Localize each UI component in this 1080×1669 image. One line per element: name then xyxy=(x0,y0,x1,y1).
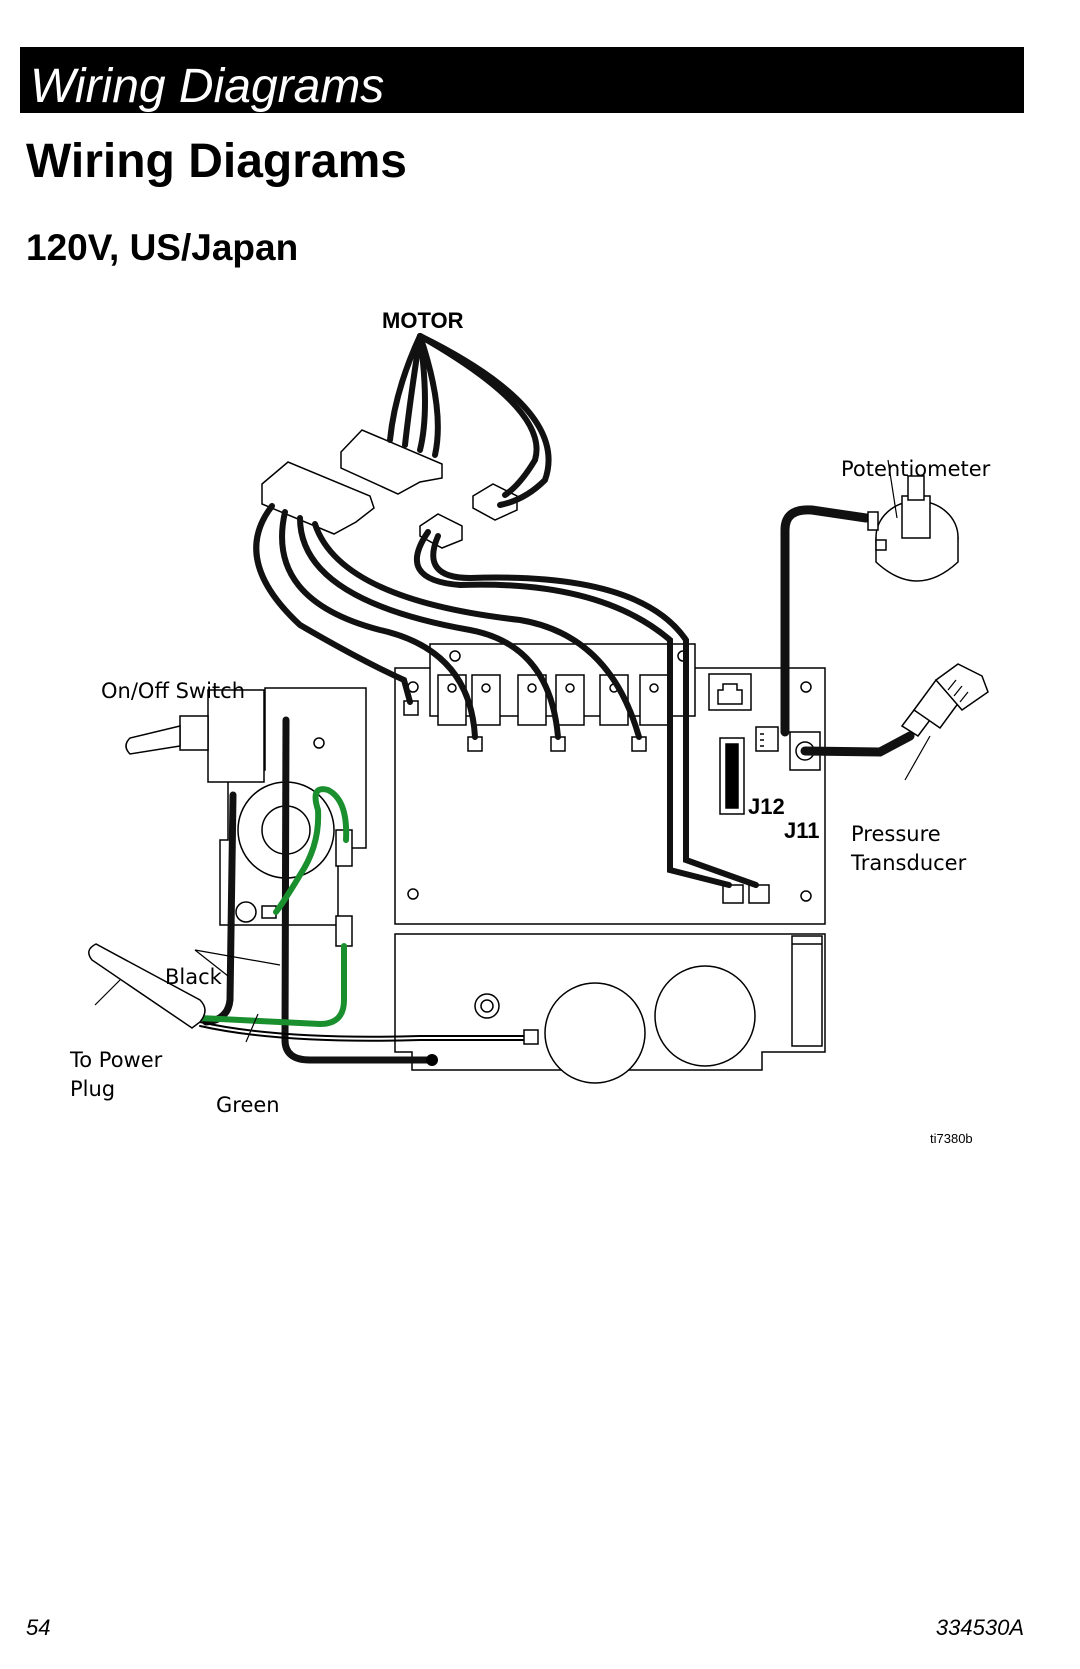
potentiometer-label: Potentiometer xyxy=(841,457,991,481)
black-wires xyxy=(202,333,915,1064)
leader-lines xyxy=(94,459,931,1043)
power-plug-label-line1: To Power xyxy=(69,1048,163,1072)
power-plug-label-line2: Plug xyxy=(70,1077,115,1101)
green-wire-label: Green xyxy=(216,1093,280,1117)
heat-sink-plate xyxy=(394,933,826,1084)
figure-id: ti7380b xyxy=(930,1131,973,1146)
potentiometer xyxy=(867,475,959,582)
black-wire-label: Black xyxy=(165,965,223,989)
section-subtitle: 120V, US/Japan xyxy=(26,227,299,268)
control-board xyxy=(394,643,826,925)
motor-connectors xyxy=(261,429,518,549)
green-wires xyxy=(197,786,539,1066)
on-off-switch-label: On/Off Switch xyxy=(101,679,245,703)
page-title: Wiring Diagrams xyxy=(26,135,407,188)
j11-label: J11 xyxy=(784,818,820,843)
on-off-switch xyxy=(125,687,367,947)
section-header-bar: Wiring Diagrams xyxy=(20,47,1024,113)
section-header-title: Wiring Diagrams xyxy=(30,60,385,113)
pressure-transducer-label-line2: Transducer xyxy=(850,851,967,875)
motor-label: MOTOR xyxy=(382,308,464,333)
pressure-transducer-label-line1: Pressure xyxy=(851,822,941,846)
document-number: 334530A xyxy=(935,1615,1024,1640)
wiring-diagram: MOTOR Potentiometer On/Off Switch J12 J1… xyxy=(0,300,1080,1160)
page-number: 54 xyxy=(26,1615,51,1640)
power-cord xyxy=(88,943,206,1029)
j12-label: J12 xyxy=(748,794,785,819)
pressure-transducer xyxy=(900,663,989,738)
